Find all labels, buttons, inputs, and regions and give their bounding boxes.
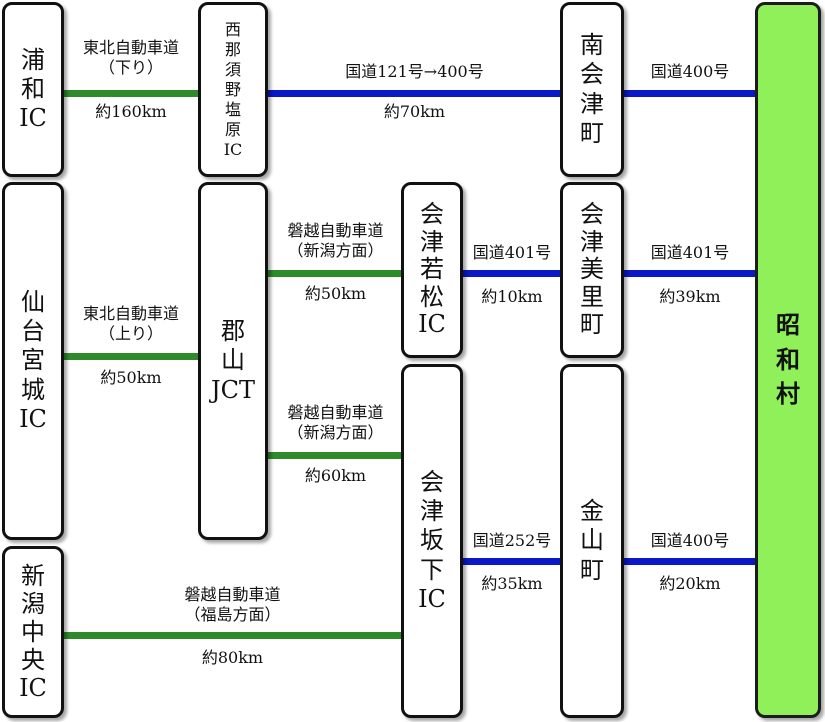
route-sendai-koriyama-distance: 約50km [100, 368, 162, 387]
route-kaneyama-showa-road: 国道400号 [650, 531, 730, 550]
route-urawa-nishinasuno-line [62, 90, 200, 97]
node-aizumisato-town: 会 津 美 里 町 [560, 182, 624, 358]
route-niigata-sakashita-road: 磐越自動車道 （福島方面） [184, 585, 281, 624]
node-koriyama-jct-label: 郡 山 JCT [211, 317, 255, 404]
route-misato-showa-line [623, 270, 757, 277]
node-aizu-wakamatsu-ic: 会 津 若 松 IC [401, 182, 463, 358]
route-minamiaizu-showa-line [623, 90, 757, 97]
node-minamiaizu-town: 南 会 津 町 [560, 2, 624, 177]
node-sendai-miyagi-ic-label: 仙 台 宮 城 IC [19, 287, 47, 433]
route-wakamatsu-misato-road: 国道401号 [472, 243, 552, 262]
node-nishinasuno-shiobara-ic: 西 那 須 野 塩 原 IC [198, 2, 268, 177]
route-koriyama-sakashita-line [268, 452, 403, 459]
node-kaneyama-town-label: 金 山 町 [580, 497, 604, 584]
route-koriyama-wakamatsu-road: 磐越自動車道 （新潟方面） [287, 221, 384, 260]
node-showa-village-label: 昭 和 村 [776, 309, 800, 409]
node-aizu-bange-ic-label: 会 津 坂 下 IC [418, 467, 446, 613]
route-misato-showa-distance: 約39km [659, 287, 721, 306]
route-minamiaizu-showa-road: 国道400号 [650, 62, 730, 81]
route-niigata-sakashita-distance: 約80km [201, 648, 264, 667]
route-nishinasuno-minamiaizu-road: 国道121号→400号 [345, 62, 484, 81]
node-koriyama-jct: 郡 山 JCT [198, 182, 268, 540]
node-urawa-ic: 浦 和 IC [2, 2, 64, 177]
route-koriyama-wakamatsu-line [268, 270, 403, 277]
route-koriyama-sakashita-distance: 約60km [304, 466, 367, 485]
route-sendai-koriyama-line [62, 353, 200, 360]
node-showa-village: 昭 和 村 [755, 2, 821, 718]
route-sakashita-kaneyama-line [462, 558, 562, 565]
route-kaneyama-showa-distance: 約20km [659, 574, 721, 593]
route-urawa-nishinasuno-road: 東北自動車道 （下り） [82, 38, 179, 77]
node-sendai-miyagi-ic: 仙 台 宮 城 IC [2, 182, 64, 540]
node-niigata-chuo-ic-label: 新 潟 中 央 IC [19, 561, 47, 703]
route-koriyama-sakashita-road: 磐越自動車道 （新潟方面） [287, 403, 384, 442]
node-urawa-ic-label: 浦 和 IC [19, 45, 47, 133]
route-urawa-nishinasuno-distance: 約160km [95, 102, 167, 121]
node-niigata-chuo-ic: 新 潟 中 央 IC [2, 546, 64, 718]
route-sakashita-kaneyama-road: 国道252号 [472, 531, 552, 550]
route-niigata-sakashita-line [62, 632, 403, 639]
route-sendai-koriyama-road: 東北自動車道 （上り） [82, 304, 179, 343]
node-aizu-wakamatsu-ic-label: 会 津 若 松 IC [418, 200, 446, 339]
route-nishinasuno-minamiaizu-line [268, 90, 561, 97]
route-misato-showa-road: 国道401号 [650, 243, 730, 262]
node-aizu-bange-ic: 会 津 坂 下 IC [401, 364, 463, 718]
route-wakamatsu-misato-distance: 約10km [481, 287, 543, 306]
route-koriyama-wakamatsu-distance: 約50km [304, 284, 367, 303]
node-kaneyama-town: 金 山 町 [560, 364, 624, 718]
route-wakamatsu-misato-line [462, 270, 562, 277]
node-nishinasuno-shiobara-ic-label: 西 那 須 野 塩 原 IC [223, 19, 243, 159]
route-nishinasuno-minamiaizu-distance: 約70km [383, 102, 446, 121]
route-kaneyama-showa-line [623, 558, 757, 565]
route-sakashita-kaneyama-distance: 約35km [481, 574, 543, 593]
node-aizumisato-town-label: 会 津 美 里 町 [580, 200, 604, 339]
node-minamiaizu-town-label: 南 会 津 町 [580, 30, 604, 147]
